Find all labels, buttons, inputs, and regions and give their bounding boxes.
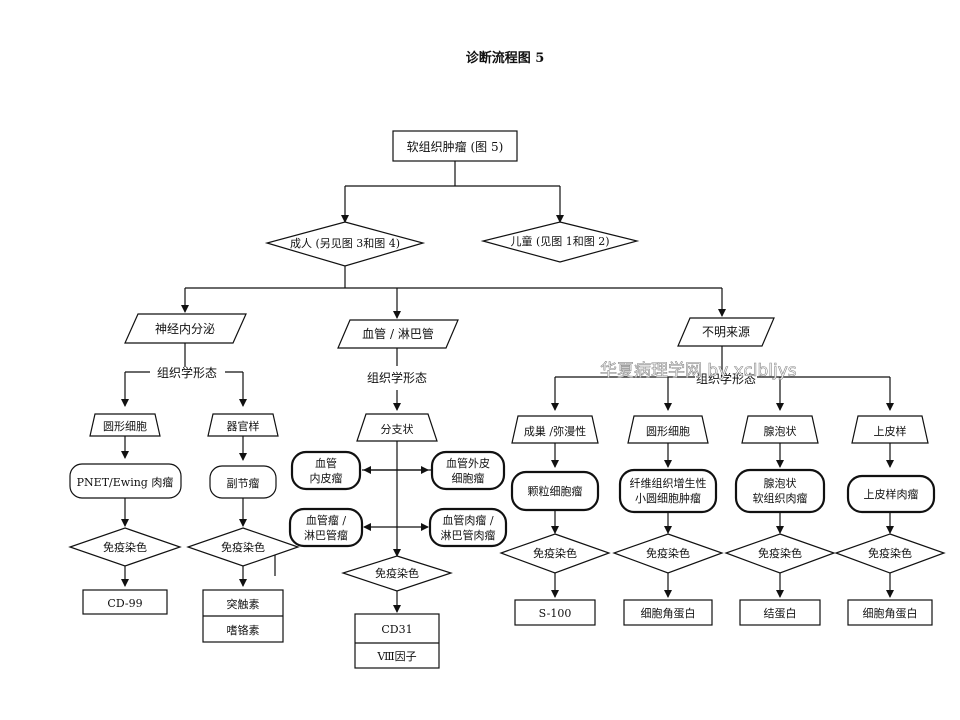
unknown-col-4-morph: 上皮样	[874, 424, 907, 438]
neuro-ihc-right: 免疫染色	[186, 527, 300, 567]
adult-label: 成人 (另见图 3和图 4)	[290, 237, 400, 250]
angiosarcoma-line2: 淋巴管肉瘤	[441, 528, 496, 542]
unknown-col-2-marker: 细胞角蛋白	[641, 606, 696, 620]
pnet-ewing-node: PNET/Ewing 肉瘤	[69, 463, 182, 499]
cd99-box: CD-99	[82, 589, 168, 615]
hemangiopericytoma-line2: 细胞瘤	[452, 471, 485, 485]
child-label: 儿童 (见图 1和图 2)	[510, 234, 609, 248]
unknown-col-1-marker: S-100	[539, 607, 572, 620]
paraganglioma-node: 副节瘤	[209, 465, 277, 499]
category-unknown-label: 不明来源	[702, 325, 750, 339]
unknown-col-3-ihc: 免疫染色	[758, 546, 802, 560]
morphology-label-vascular: 组织学形态	[367, 370, 427, 385]
connectors	[121, 161, 894, 613]
synaptophysin-chromogranin-box: 突触素 嗜铬素	[202, 589, 284, 643]
vascular-ihc-label: 免疫染色	[375, 566, 419, 580]
neuro-ihc-left: 免疫染色	[68, 527, 182, 567]
angiosarcoma-node: 血管肉瘤 / 淋巴管肉瘤	[428, 507, 508, 548]
hemangioma-line1: 血管瘤 /	[306, 513, 346, 527]
endothelioma-line1: 血管	[315, 456, 337, 470]
unknown-col-2-morph: 圆形细胞	[646, 425, 690, 438]
vascular-ihc: 免疫染色	[341, 555, 453, 592]
root-label: 软组织肿瘤 (图 5)	[407, 139, 504, 154]
category-unknown: 不明来源	[677, 317, 775, 347]
cd99-label: CD-99	[107, 597, 142, 610]
morphology-label-unknown: 组织学形态	[696, 371, 756, 386]
adult-decision: 成人 (另见图 3和图 4)	[264, 221, 426, 267]
child-decision: 儿童 (见图 1和图 2)	[480, 221, 640, 263]
endothelioma-line2: 内皮瘤	[310, 471, 343, 485]
angiosarcoma-line1: 血管肉瘤 /	[442, 513, 493, 527]
watermark: 华夏病理学网 by xclbljys	[600, 361, 797, 381]
endothelioma-node: 血管 内皮瘤	[290, 450, 362, 491]
paraganglioma-label: 副节瘤	[227, 476, 260, 490]
category-vascular-label: 血管 / 淋巴管	[362, 326, 434, 341]
neuro-organoid: 器官样	[207, 413, 279, 437]
hemangioma-line2: 淋巴管瘤	[304, 528, 348, 542]
cd31-factor8-box: CD31 Ⅷ因子	[354, 613, 440, 669]
unknown-col-4-ihc: 免疫染色	[868, 546, 912, 560]
unknown-col-1-morph: 成巢 /弥漫性	[524, 424, 586, 438]
category-neuroendocrine-label: 神经内分泌	[155, 322, 215, 336]
unknown-col-3-marker: 结蛋白	[764, 606, 797, 620]
unknown-col-3: 腺泡状 腺泡状 软组织肉瘤 免疫染色 结蛋白	[724, 415, 836, 626]
unknown-col-2-tumor-line2: 小圆细胞肿瘤	[635, 491, 701, 505]
unknown-col-4: 上皮样 上皮样肉瘤 免疫染色 细胞角蛋白	[834, 415, 946, 626]
category-neuroendocrine: 神经内分泌	[124, 313, 247, 344]
diagram-title: 诊断流程图 5	[466, 50, 545, 66]
synaptophysin-label: 突触素	[227, 597, 260, 611]
root-node: 软组织肿瘤 (图 5)	[392, 130, 518, 162]
unknown-col-3-morph: 腺泡状	[764, 424, 797, 438]
unknown-col-1: 成巢 /弥漫性 颗粒细胞瘤 免疫染色 S-100	[499, 415, 611, 626]
neuro-ihc-right-label: 免疫染色	[221, 540, 265, 554]
morphology-label-neuro: 组织学形态	[157, 365, 217, 380]
unknown-col-3-tumor-line2: 软组织肉瘤	[753, 491, 808, 505]
hemangioma-node: 血管瘤 / 淋巴管瘤	[288, 507, 364, 548]
neuro-ihc-left-label: 免疫染色	[103, 540, 147, 554]
unknown-col-2-ihc: 免疫染色	[646, 546, 690, 560]
unknown-col-4-marker: 细胞角蛋白	[863, 606, 918, 620]
unknown-col-1-ihc: 免疫染色	[533, 546, 577, 560]
factor8-label: Ⅷ因子	[376, 650, 416, 663]
vascular-branching-label: 分支状	[381, 422, 414, 436]
neuro-round-cell: 圆形细胞	[89, 413, 161, 437]
unknown-col-1-tumor: 颗粒细胞瘤	[528, 484, 583, 498]
unknown-col-2-tumor-line1: 纤维组织增生性	[630, 476, 707, 490]
category-vascular: 血管 / 淋巴管	[337, 319, 459, 349]
cd31-label: CD31	[381, 623, 412, 636]
vascular-branching: 分支状	[356, 413, 438, 442]
pnet-ewing-label: PNET/Ewing 肉瘤	[77, 475, 174, 489]
hemangiopericytoma-node: 血管外皮 细胞瘤	[430, 450, 506, 491]
neuro-organoid-label: 器官样	[227, 419, 260, 433]
unknown-col-4-tumor: 上皮样肉瘤	[864, 487, 919, 501]
hemangiopericytoma-line1: 血管外皮	[446, 456, 490, 470]
unknown-col-2: 圆形细胞 纤维组织增生性 小圆细胞肿瘤 免疫染色 细胞角蛋白	[612, 415, 724, 626]
unknown-col-3-tumor-line1: 腺泡状	[764, 476, 797, 490]
chromogranin-label: 嗜铬素	[227, 623, 260, 637]
neuro-round-cell-label: 圆形细胞	[103, 420, 147, 433]
